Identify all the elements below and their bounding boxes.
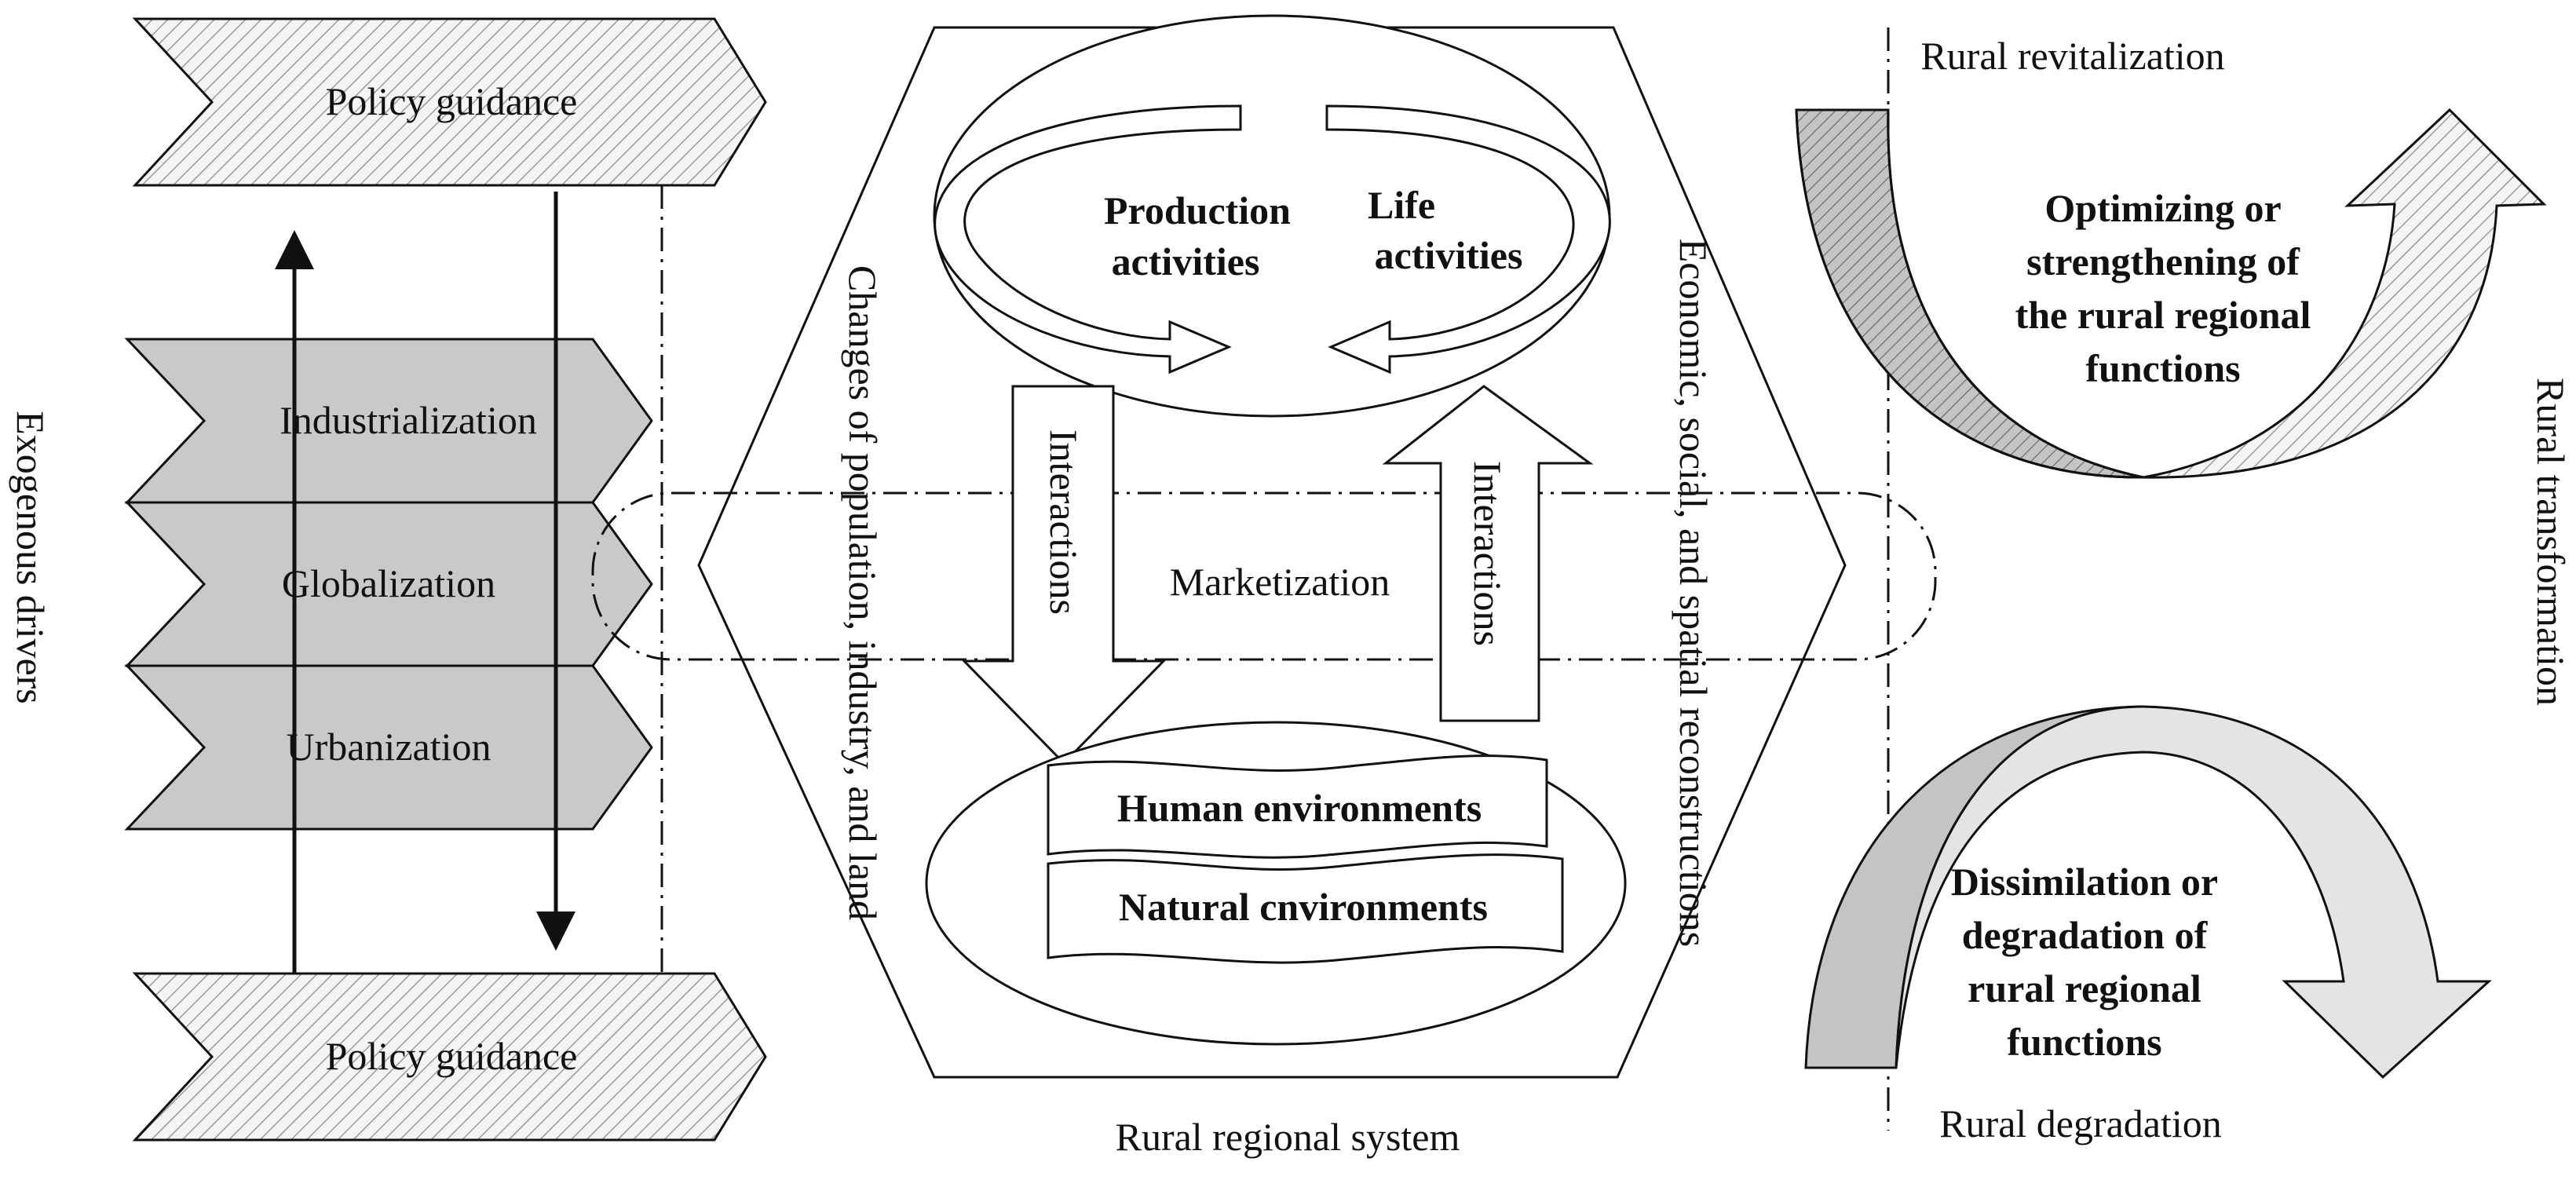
dissimilation-line3: rural regional [1968, 966, 2201, 1010]
production-activities-line1: Production [1104, 188, 1291, 232]
industrialization-label: Industrialization [280, 398, 537, 442]
globalization-label: Globalization [282, 561, 495, 605]
policy-guidance-top-chevron [132, 17, 767, 187]
life-activities-line2: activities [1375, 233, 1523, 277]
revitalization-bowl-outline [1795, 109, 2144, 479]
optimizing-line4: functions [2085, 346, 2240, 390]
revitalization-light-arrow [1887, 108, 2547, 479]
life-activities-line1: Life [1368, 183, 1435, 227]
rural-regional-system: Production activities Life activities In… [591, 14, 1937, 1159]
dissimilation-line2: degradation of [1962, 913, 2209, 957]
rural-regional-system-caption: Rural regional system [1116, 1115, 1460, 1159]
production-activities-line2: activities [1112, 239, 1260, 283]
policy-guidance-top-label: Policy guidance [326, 79, 578, 123]
interactions-down-label: Interactions [1042, 429, 1086, 615]
interactions-up-label: Interactions [1466, 461, 1510, 646]
dissimilation-line4: functions [2007, 1020, 2161, 1064]
marketization-label: Marketization [1170, 560, 1390, 604]
reconstructions-label: Economic, social, and spatial reconstruc… [1672, 239, 1716, 948]
rural-revitalization-label: Rural revitalization [1920, 34, 2224, 78]
policy-guidance-bottom-label: Policy guidance [326, 1034, 578, 1078]
interactions-down-arrow [961, 385, 1167, 765]
exogenous-drivers-label: Exogenous drivers [9, 411, 53, 704]
rural-transformation-label: Rural transformation [2529, 378, 2573, 706]
degradation-light-arrow [1895, 705, 2492, 1080]
urbanization-label: Urbanization [286, 725, 491, 769]
urbanization-chevron [124, 664, 653, 831]
human-environments-banner [1047, 754, 1548, 859]
optimizing-line1: Optimizing or [2044, 186, 2281, 230]
natural-environments-label: Natural cnvironments [1119, 885, 1488, 929]
life-cycle-arrow [1325, 104, 1611, 374]
interactions-up-arrow [1382, 385, 1594, 722]
human-environments-label: Human environments [1117, 786, 1482, 830]
changes-label: Changes of population, industry, and lan… [841, 265, 885, 920]
optimizing-line2: strengthening of [2026, 239, 2300, 283]
production-cycle-arrow [934, 104, 1242, 374]
exogenous-drivers-panel: Policy guidance Industrialization Global… [9, 17, 767, 1142]
dissimilation-line1: Dissimilation or [1951, 860, 2218, 904]
policy-guidance-bottom-chevron [132, 972, 767, 1142]
natural-environments-banner [1047, 853, 1564, 964]
optimizing-line3: the rural regional [2015, 293, 2311, 337]
rural-degradation-label: Rural degradation [1939, 1101, 2222, 1145]
rural-transformation-panel: Rural revitalization Optimizing or stren… [1795, 34, 2573, 1145]
